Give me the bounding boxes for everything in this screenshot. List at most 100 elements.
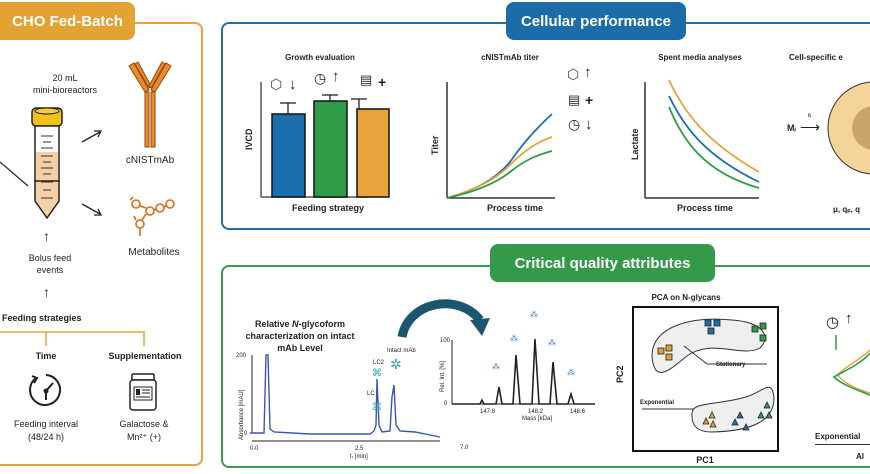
ms-xtick-147-8: 147.8	[480, 409, 496, 415]
titer-ylabel: Titer	[430, 135, 440, 155]
glycan-lc2-icon: ⌘	[372, 368, 382, 379]
chrom-xtick-7: 7.0	[460, 445, 469, 451]
chrom-ytick-200: 200	[236, 353, 247, 359]
lactate-line-green	[668, 106, 760, 189]
glycan-structure-icon: ⁂	[530, 310, 538, 319]
growth-chart	[260, 82, 368, 198]
cell-rate-label: rᵢ	[808, 113, 812, 119]
stationary-label: Stationary	[716, 362, 746, 368]
arrow-down-icon: ↓	[585, 116, 593, 133]
glycan-structure-icon: ⁂	[548, 338, 556, 347]
cellular-performance-tab: Cellular performance	[506, 2, 686, 40]
growth-title: Growth evaluation	[285, 53, 355, 62]
jar-small-icon: ▤	[360, 72, 373, 87]
spent-media-xlabel: Process time	[676, 203, 734, 213]
bioreactor-label: 20 mL mini-bioreactors	[32, 73, 98, 95]
time-description: Feeding interval (48/24 h)	[13, 419, 79, 442]
clock-small-icon: ◷	[568, 116, 581, 132]
ms-xtick-148-6: 148.6	[570, 409, 586, 415]
plus-icon: +	[585, 92, 594, 108]
ms-xtick-148-2: 148.2	[528, 409, 544, 415]
product-label: cNISTmAb	[125, 155, 175, 166]
feeding-strategies-label: Feeding strategies	[2, 313, 82, 323]
chrom-ylabel: Absorbance [mAU]	[239, 389, 245, 440]
bar-green	[313, 100, 348, 198]
bolus-label: Bolus feed events	[28, 253, 72, 275]
exponential-cluster	[691, 386, 775, 433]
bar-blue	[271, 113, 306, 198]
right-sublabel: Al	[856, 452, 864, 461]
curved-arrow-icon	[397, 299, 490, 339]
pca-title: PCA on N-glycans	[651, 293, 721, 302]
glycan-structure-icon: ⁂	[510, 334, 518, 343]
cho-fed-batch-tab: CHO Fed-Batch	[0, 2, 135, 40]
ms-trace	[452, 338, 595, 405]
cells-icon: ⬡	[270, 76, 283, 92]
metabolites-label: Metabolites	[128, 247, 180, 258]
glycan-distribution-chart	[832, 335, 870, 396]
mass-spectrum-chart	[451, 338, 595, 405]
clock-small-icon: ◷	[826, 314, 840, 331]
titer-title: cNISTmAb titer	[481, 53, 539, 62]
peak-label-lc: LC	[367, 391, 375, 397]
cells-icon: ⬡	[567, 66, 580, 82]
cell-specific-title: Cell-specific e	[789, 53, 843, 62]
arrow-up-right-icon	[81, 130, 103, 143]
ms-ytick-0: 0	[444, 401, 448, 407]
ms-ytick-100: 100	[440, 338, 451, 344]
right-exponential-label: Exponential	[815, 432, 861, 441]
jar-small-icon: ▤	[568, 92, 581, 107]
titer-line-green	[446, 150, 553, 199]
growth-ylabel: IVCD	[244, 128, 254, 150]
input-line	[0, 161, 29, 187]
glycan-structure-icon: ⁂	[492, 362, 500, 371]
ms-xlabel: Mass [kDa]	[522, 416, 553, 422]
arrow-down-icon: ↓	[289, 76, 297, 93]
glycan-lc-icon: ⌘	[372, 402, 382, 413]
plus-icon: +	[378, 74, 387, 90]
glyco-title: Relative N-glycoform characterization on…	[245, 319, 355, 353]
right-underline	[815, 444, 870, 445]
chrom-xtick-2-5: 2.5	[355, 446, 364, 452]
antibody-icon	[128, 61, 172, 148]
arrow-up-icon: ↑	[584, 64, 592, 81]
chrom-ytick-0: 0	[244, 431, 248, 437]
growth-bar-orange	[356, 108, 390, 198]
lactate-line-blue	[668, 95, 760, 183]
arrow-down-right-icon	[81, 203, 103, 216]
lactate-line-orange	[668, 79, 760, 173]
arrow-up-icon: ↑	[845, 310, 853, 327]
supplement-jar-icon	[129, 373, 157, 411]
cho-fed-batch-title: CHO Fed-Batch	[12, 12, 123, 30]
intact-mab-icon: ✲	[390, 356, 402, 372]
titer-line-orange	[446, 136, 553, 199]
cqa-title: Critical quality attributes	[514, 254, 691, 272]
pca-chart	[632, 306, 779, 452]
glycan-structure-icon: ⁂	[567, 368, 575, 377]
titer-xlabel: Process time	[486, 203, 544, 213]
arrow-up-icon: ↑	[43, 228, 50, 244]
spent-media-ylabel: Lactate	[630, 128, 640, 160]
ms-ylabel: Rel. Int. [%]	[440, 360, 446, 392]
bioreactor-tube-icon	[31, 107, 63, 220]
spent-media-chart	[644, 79, 760, 199]
clock-icon	[29, 374, 62, 406]
supplementation-heading: Supplementation	[108, 351, 182, 361]
chromatogram-chart	[250, 354, 441, 442]
cell-rates-label: μ, qₚ, q	[833, 205, 860, 214]
chrom-xtick-0: 0.0	[250, 446, 259, 452]
cell-input-label: Mᵢ	[787, 123, 796, 133]
titer-chart	[446, 82, 555, 199]
time-heading: Time	[35, 351, 57, 361]
exponential-label: Exponential	[640, 400, 675, 406]
cell-icon	[827, 81, 870, 175]
tree-connector	[0, 331, 145, 346]
chromatogram-trace	[250, 354, 441, 438]
cellular-performance-title: Cellular performance	[520, 12, 672, 30]
arrow-up-icon: ↑	[43, 284, 50, 300]
arrow-right-icon: ⟶	[800, 119, 821, 135]
spent-media-title: Spent media analyses	[658, 53, 742, 62]
pca-ylabel: PC2	[615, 365, 625, 383]
pca-xlabel: PC1	[696, 455, 714, 465]
supplementation-description: Galactose & Mn²⁺ (+)	[119, 419, 169, 442]
